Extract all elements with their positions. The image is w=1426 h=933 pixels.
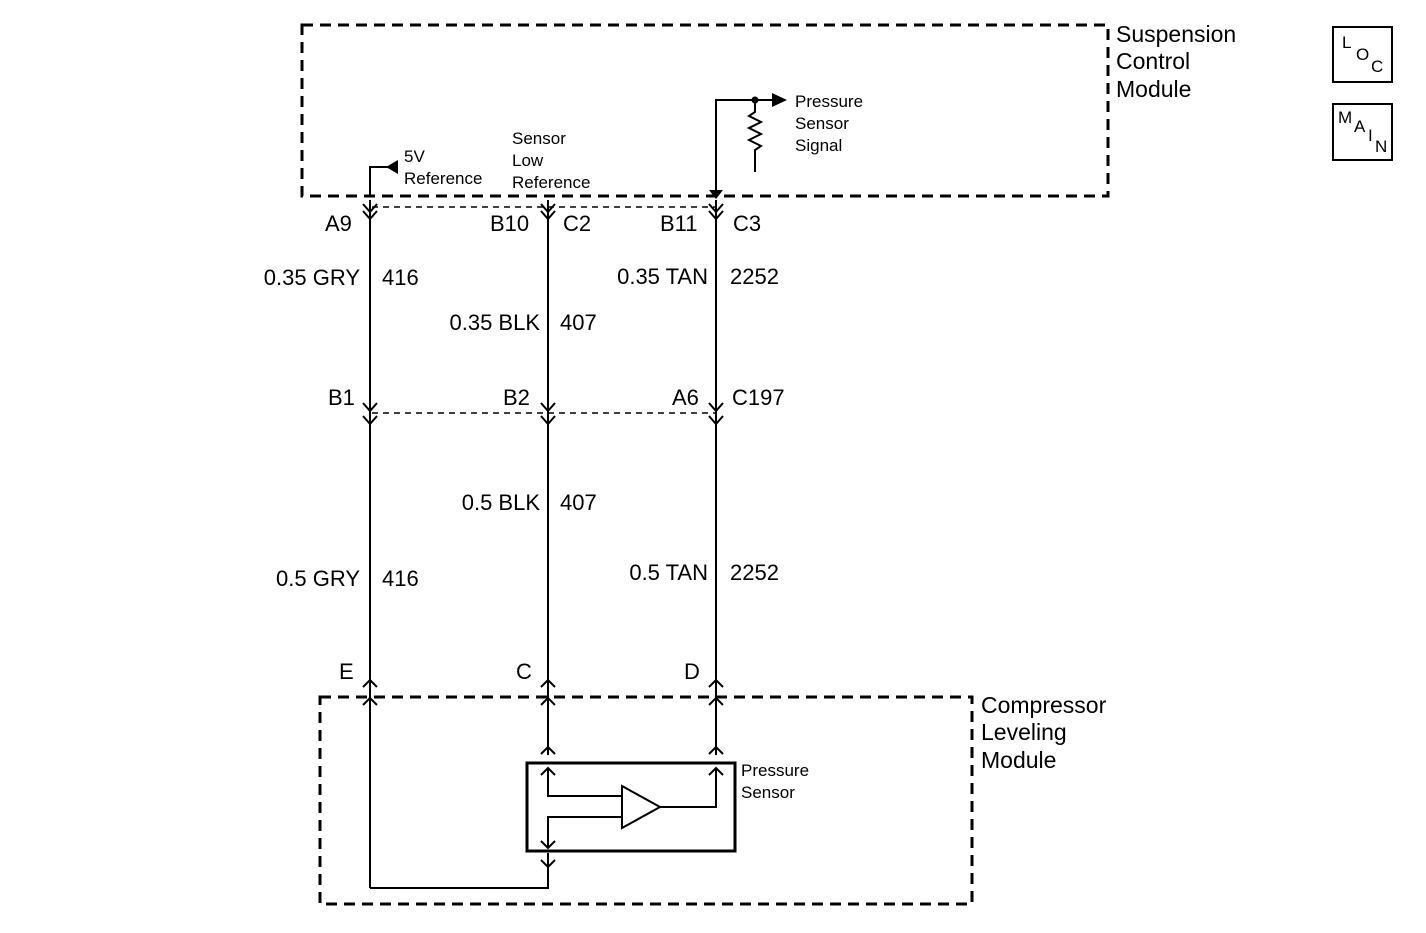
wire-lower-tan-circuit: 2252	[730, 560, 779, 585]
wire-upper-gry-circuit: 416	[382, 265, 419, 290]
wire-upper-blk-color: 0.35 BLK	[449, 310, 540, 335]
wire-lower-blk-color: 0.5 BLK	[462, 490, 541, 515]
amplifier-symbol	[621, 784, 663, 830]
pin-a6: A6	[672, 385, 699, 410]
loc-letter-c: C	[1371, 57, 1384, 76]
five-volt-label-line2: Reference	[404, 169, 482, 188]
wire-upper-blk-circuit: 407	[560, 310, 597, 335]
pin-b10: B10	[490, 211, 529, 236]
clm-label-line2: Leveling	[981, 719, 1067, 745]
sensor-low-label-line1: Sensor	[512, 129, 566, 148]
suspension-control-module-outline	[300, 23, 1110, 198]
scm-label-line1: Suspension	[1116, 21, 1236, 47]
main-letter-i: I	[1368, 126, 1373, 145]
pin-c2: C2	[563, 211, 591, 236]
suspension-control-module-label: Suspension Control Module	[1116, 21, 1236, 102]
scm-label-line2: Control	[1116, 48, 1190, 74]
five-volt-reference-symbol: 5V Reference	[369, 147, 482, 196]
sensor-low-label-line3: Reference	[512, 173, 590, 192]
main-letter-m: M	[1338, 108, 1353, 127]
connector-c197: C197	[732, 385, 785, 410]
scm-label-line3: Module	[1116, 76, 1191, 102]
sensor-supply-chevron	[540, 859, 556, 869]
pin-c: C	[516, 659, 532, 684]
pressure-sensor-box	[525, 761, 737, 853]
c197-connector-chevrons	[362, 402, 724, 426]
pressure-sensor-label-line2: Sensor	[741, 783, 795, 802]
pin-d: D	[684, 659, 700, 684]
pressure-signal-label-line3: Signal	[795, 136, 842, 155]
clm-label-line3: Module	[981, 747, 1056, 773]
main-button[interactable]: M A I N	[1332, 103, 1393, 161]
clm-label-line1: Compressor	[981, 692, 1107, 718]
pin-e: E	[339, 659, 354, 684]
compressor-leveling-module-label: Compressor Leveling Module	[981, 692, 1107, 773]
wire-lower-tan-color: 0.5 TAN	[629, 560, 708, 585]
loc-letter-o: O	[1356, 45, 1370, 64]
sensor-low-reference-label: Sensor Low Reference	[512, 129, 590, 192]
pressure-sensor: Pressure Sensor	[525, 761, 809, 853]
pin-b1: B1	[328, 385, 355, 410]
compressor-leveling-module-outline	[318, 695, 974, 906]
main-letter-n: N	[1375, 137, 1388, 156]
wire-lower-blk-circuit: 407	[560, 490, 597, 515]
pressure-sensor-label-line1: Pressure	[741, 761, 809, 780]
pressure-sensor-signal-symbol: Pressure Sensor Signal	[709, 92, 863, 199]
sensor-low-label-line2: Low	[512, 151, 544, 170]
wire-lower-gry-circuit: 416	[382, 566, 419, 591]
pin-b2: B2	[503, 385, 530, 410]
main-letter-a: A	[1354, 117, 1366, 136]
loc-letter-l: L	[1342, 33, 1352, 52]
wire-upper-tan-color: 0.35 TAN	[617, 264, 708, 289]
wire-upper-gry-color: 0.35 GRY	[264, 265, 361, 290]
pressure-signal-label-line2: Sensor	[795, 114, 849, 133]
scm-connector-chevrons	[362, 203, 724, 221]
wire-upper-tan-circuit: 2252	[730, 264, 779, 289]
wire-lower-gry-color: 0.5 GRY	[276, 566, 360, 591]
loc-button[interactable]: L O C	[1332, 26, 1393, 83]
pin-b11: B11	[660, 211, 698, 236]
sensor-supply-path	[370, 853, 549, 889]
clm-connector-chevrons	[362, 678, 724, 755]
pin-c3: C3	[733, 211, 761, 236]
five-volt-label-line1: 5V	[404, 147, 425, 166]
pin-a9: A9	[325, 211, 352, 236]
pressure-signal-label-line1: Pressure	[795, 92, 863, 111]
